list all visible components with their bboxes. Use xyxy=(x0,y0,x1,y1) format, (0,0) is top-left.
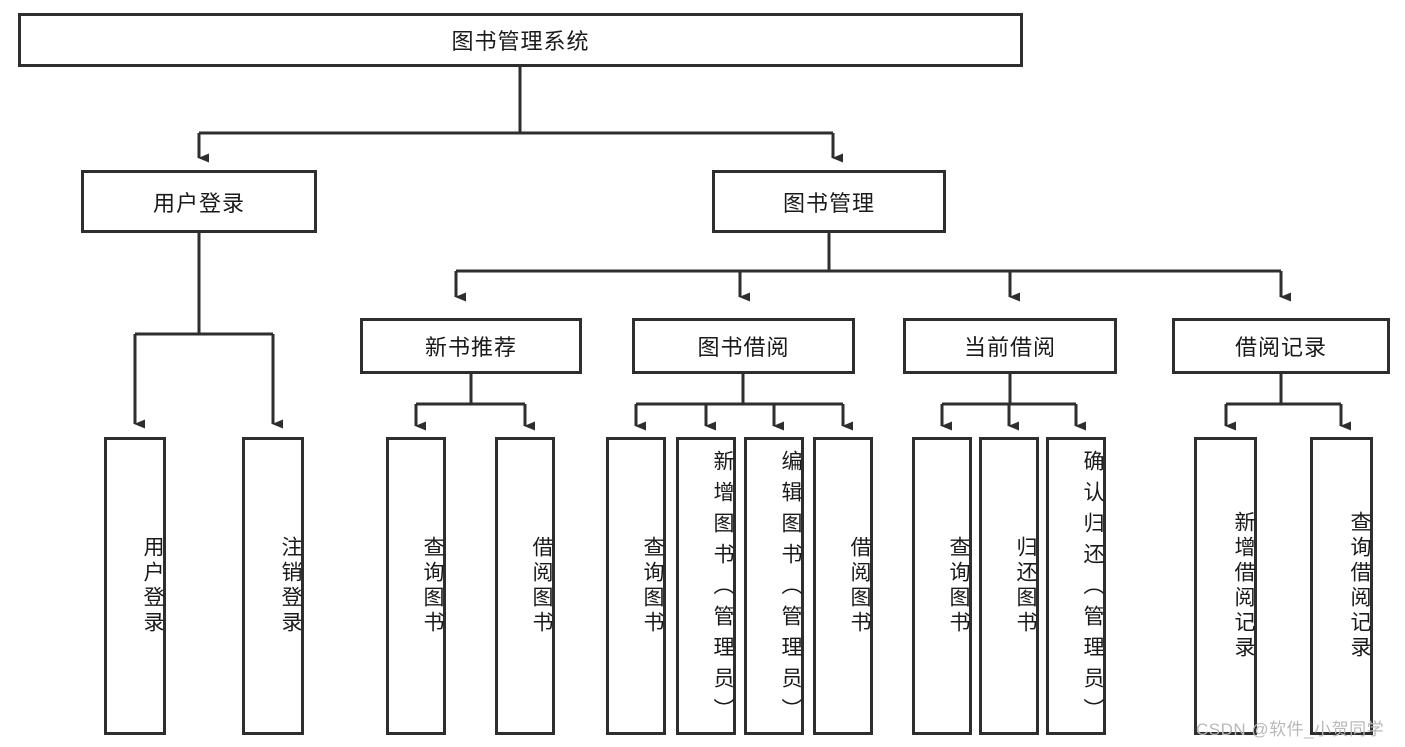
leaf-recommend-query-book[interactable]: 查询图书 xyxy=(386,437,446,735)
node-new-book-recommend[interactable]: 新书推荐 xyxy=(360,318,582,374)
leaf-label: 注销登录 xyxy=(279,536,302,636)
leaf-record-query-record[interactable]: 查询借阅记录 xyxy=(1310,437,1373,735)
node-borrow-record[interactable]: 借阅记录 xyxy=(1172,318,1390,374)
node-current-borrow[interactable]: 当前借阅 xyxy=(903,318,1117,374)
node-book-borrow[interactable]: 图书借阅 xyxy=(632,318,855,374)
leaf-label: 编辑图书（管理员） xyxy=(779,450,802,729)
leaf-label: 用户登录 xyxy=(141,536,164,636)
node-new-book-recommend-label: 新书推荐 xyxy=(424,335,517,360)
leaf-label: 确认归还（管理员） xyxy=(1081,450,1104,729)
leaf-record-add-record[interactable]: 新增借阅记录 xyxy=(1194,437,1257,735)
leaf-label: 查询图书 xyxy=(641,536,664,636)
leaf-current-query-book[interactable]: 查询图书 xyxy=(912,437,972,735)
node-user-login-label: 用户登录 xyxy=(152,190,245,216)
node-root[interactable]: 图书管理系统 xyxy=(18,13,1023,67)
node-current-borrow-label: 当前借阅 xyxy=(963,335,1056,360)
node-book-management[interactable]: 图书管理 xyxy=(712,170,946,233)
leaf-borrow-edit-book-admin[interactable]: 编辑图书（管理员） xyxy=(744,437,804,735)
leaf-label: 查询图书 xyxy=(421,536,444,636)
leaf-current-return-book[interactable]: 归还图书 xyxy=(979,437,1039,735)
node-book-management-label: 图书管理 xyxy=(782,190,875,216)
leaf-user-login-signout[interactable]: 注销登录 xyxy=(242,437,304,735)
leaf-label: 查询借阅记录 xyxy=(1348,511,1371,661)
leaf-label: 新增图书（管理员） xyxy=(711,450,734,729)
leaf-recommend-borrow-book[interactable]: 借阅图书 xyxy=(495,437,555,735)
leaf-label: 查询图书 xyxy=(947,536,970,636)
leaf-borrow-query-book[interactable]: 查询图书 xyxy=(606,437,666,735)
leaf-borrow-add-book-admin[interactable]: 新增图书（管理员） xyxy=(676,437,736,735)
csdn-watermark: CSDN @软件_小贺同学 xyxy=(1196,720,1385,739)
leaf-label: 归还图书 xyxy=(1014,536,1037,636)
leaf-current-confirm-return-admin[interactable]: 确认归还（管理员） xyxy=(1046,437,1106,735)
leaf-borrow-borrow-book[interactable]: 借阅图书 xyxy=(813,437,873,735)
node-book-borrow-label: 图书借阅 xyxy=(697,335,790,360)
leaf-user-login-signin[interactable]: 用户登录 xyxy=(104,437,166,735)
leaf-label: 借阅图书 xyxy=(530,536,553,636)
node-root-label: 图书管理系统 xyxy=(451,29,590,54)
leaf-label: 借阅图书 xyxy=(848,536,871,636)
node-borrow-record-label: 借阅记录 xyxy=(1234,335,1327,360)
leaf-label: 新增借阅记录 xyxy=(1232,511,1255,661)
node-user-login[interactable]: 用户登录 xyxy=(81,170,317,233)
